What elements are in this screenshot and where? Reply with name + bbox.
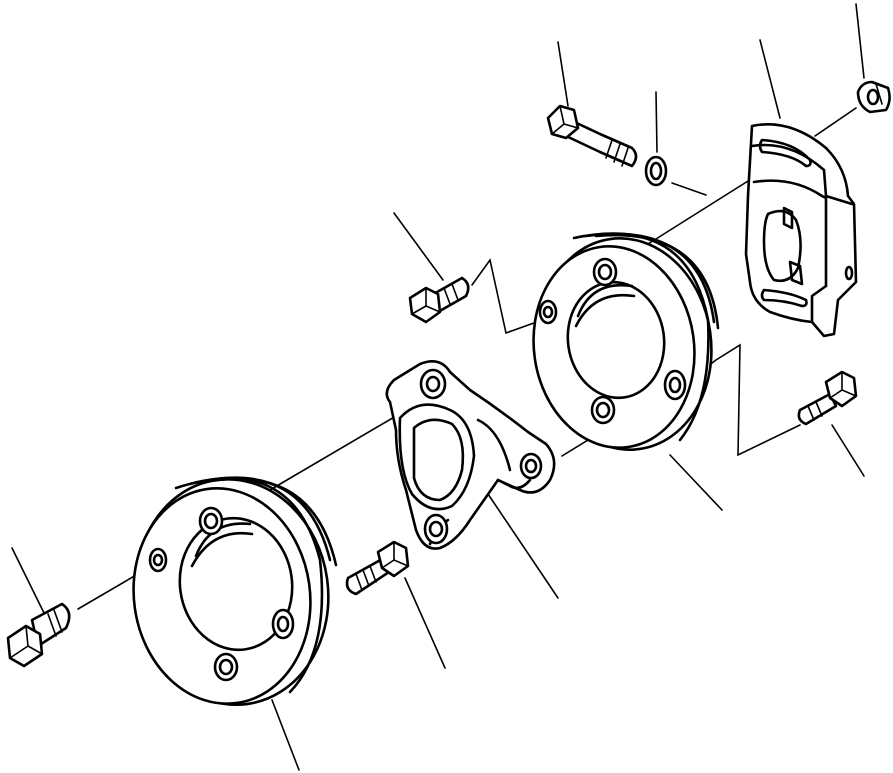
nut-top-right <box>856 80 891 114</box>
callout-line-nut-top-right <box>855 3 865 79</box>
washer-top <box>644 155 668 187</box>
callout-line-housing <box>487 493 559 599</box>
callout-line-bolt-top <box>557 41 569 107</box>
bolt-right <box>797 370 858 426</box>
callout-line-bolt-middle-left <box>393 212 444 281</box>
callout-leaders <box>11 3 865 771</box>
callout-line-bolt-right <box>831 424 865 477</box>
callout-line-flange-upper <box>669 454 723 511</box>
callout-line-bracket <box>759 39 781 119</box>
bolt-top <box>546 104 638 168</box>
bolt-lower-left <box>6 602 71 668</box>
flange-lower <box>132 476 338 706</box>
flange-upper <box>532 232 720 451</box>
callout-line-flange-lower <box>271 699 300 771</box>
bracket <box>744 123 858 338</box>
housing <box>385 360 556 550</box>
callout-line-bolt-lower-middle <box>404 577 446 669</box>
callout-line-washer-top <box>655 91 658 153</box>
callout-line-bolt-lower-left <box>11 547 45 614</box>
bolt-lower-middle <box>345 540 410 596</box>
bolt-middle-left <box>408 276 470 324</box>
